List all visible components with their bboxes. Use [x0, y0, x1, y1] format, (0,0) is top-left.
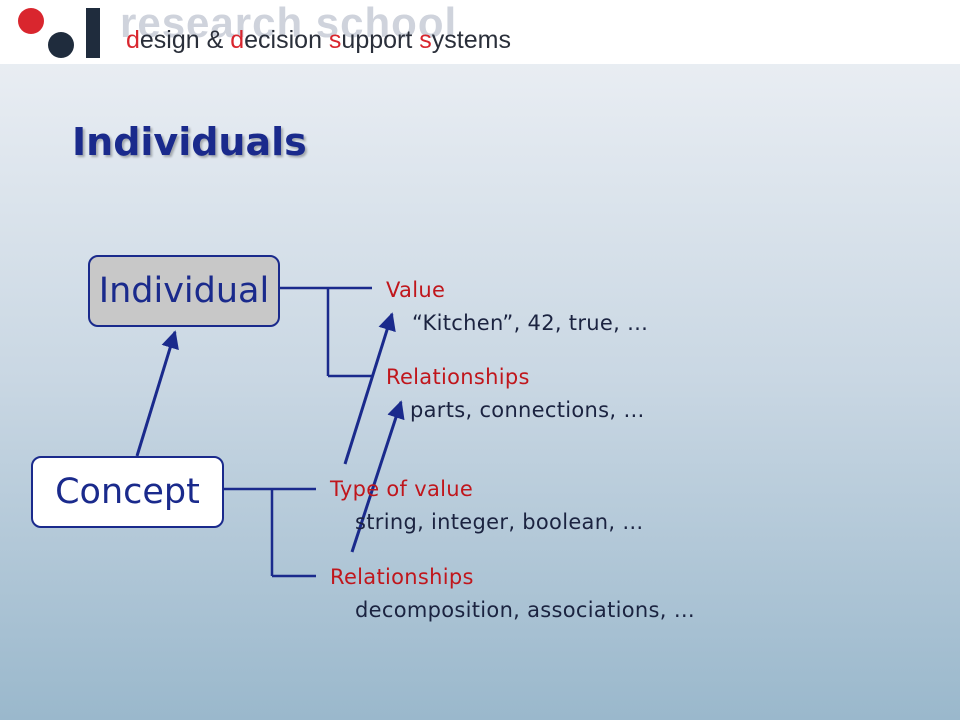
- brand-part: d: [126, 26, 140, 54]
- individual-value-heading: Value: [386, 278, 446, 302]
- concept-to-individual-arrow: [135, 330, 179, 457]
- relationships-to-relationships-arrow: [350, 400, 405, 553]
- logo-dark-dot-icon: [48, 32, 74, 58]
- brand-part: s: [419, 26, 432, 54]
- concept-box: Concept: [31, 456, 224, 528]
- brand-research-school: research school: [120, 0, 458, 46]
- brand-part: s: [328, 26, 342, 54]
- individual-box: Individual: [88, 255, 280, 327]
- concept-relationships-examples: decomposition, associations, …: [355, 598, 695, 622]
- individual-relationships-heading: Relationships: [386, 365, 530, 389]
- individual-value-examples: “Kitchen”, 42, true, …: [412, 311, 649, 335]
- concept-type-examples: string, integer, boolean, …: [355, 510, 644, 534]
- slide-title: Individuals: [72, 120, 307, 164]
- individual-relationships-examples: parts, connections, …: [410, 398, 645, 422]
- brand-part: ecision: [244, 26, 329, 54]
- brand-part: ystems: [431, 26, 511, 54]
- brand-part: d: [230, 26, 245, 54]
- type-to-value-arrow: [343, 312, 396, 465]
- logo-red-dot-icon: [18, 8, 44, 34]
- header-banner: research school design & decision suppor…: [0, 0, 960, 64]
- brand-part: esign &: [139, 26, 231, 54]
- brand-tagline: design & decision support systems: [126, 28, 511, 53]
- brand-part: upport: [341, 26, 420, 54]
- logo-bar-icon: [86, 8, 100, 58]
- concept-relationships-heading: Relationships: [330, 565, 474, 589]
- concept-type-heading: Type of value: [330, 477, 474, 501]
